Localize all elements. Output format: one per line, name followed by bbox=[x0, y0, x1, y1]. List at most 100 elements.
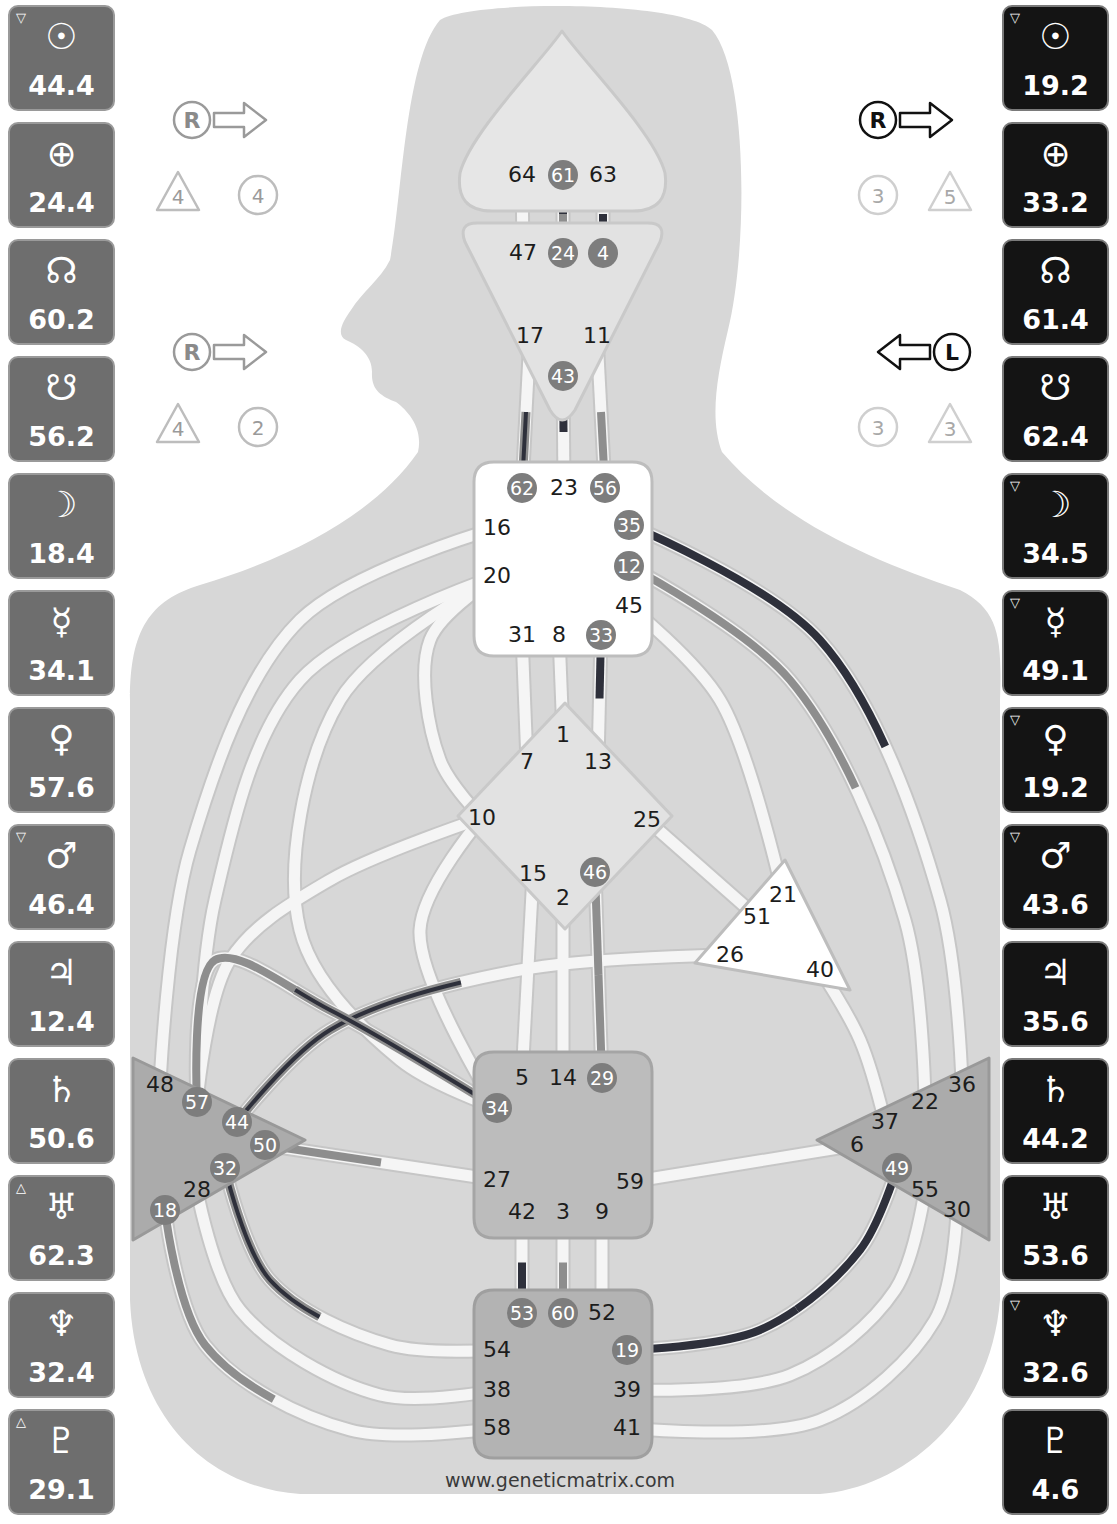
planet-box: ♅53.6 bbox=[1002, 1175, 1109, 1281]
planet-symbol: ♅ bbox=[1039, 1189, 1071, 1225]
channel-fill bbox=[629, 566, 925, 1102]
variable-circle bbox=[859, 176, 897, 214]
channel bbox=[627, 1168, 897, 1350]
gate-number: 1 bbox=[556, 724, 570, 746]
gate-number: 34 bbox=[482, 1093, 512, 1123]
gate-number: 45 bbox=[615, 595, 643, 617]
gate-number: 6 bbox=[850, 1134, 864, 1156]
center-outline bbox=[817, 1058, 989, 1240]
channel-inner bbox=[160, 175, 962, 1435]
center-outline bbox=[459, 31, 665, 211]
gate-line-number: 19.2 bbox=[1022, 72, 1089, 99]
gate-number: 2 bbox=[556, 887, 570, 909]
gate-number: 60 bbox=[548, 1298, 578, 1328]
gate-activation bbox=[165, 1210, 497, 1435]
variable-label: 3 bbox=[872, 418, 885, 438]
gate-line-number: 44.4 bbox=[28, 72, 95, 99]
planet-symbol: ☉ bbox=[45, 19, 77, 55]
gate-number: 22 bbox=[911, 1091, 939, 1113]
planet-box: ☽18.4 bbox=[8, 473, 115, 579]
planet-symbol: ☉ bbox=[1039, 19, 1071, 55]
gate-number: 48 bbox=[146, 1074, 174, 1096]
variable-circle bbox=[239, 176, 277, 214]
gate-activation bbox=[595, 872, 602, 1078]
channel bbox=[820, 970, 885, 1122]
gate-number: 14 bbox=[549, 1067, 577, 1089]
gate-number: 33 bbox=[586, 620, 616, 650]
gate-activation bbox=[196, 958, 497, 1108]
channel-activations bbox=[165, 175, 962, 1435]
gate-activation bbox=[265, 1145, 497, 1180]
center-outline bbox=[474, 1290, 652, 1458]
planet-symbol: ⊕ bbox=[1040, 136, 1070, 172]
planet-box: ▽♂43.6 bbox=[1002, 824, 1109, 930]
center-outline bbox=[474, 1052, 652, 1238]
dignity-marker: ▽ bbox=[1010, 479, 1020, 492]
variable-label: R bbox=[870, 110, 887, 132]
planet-symbol: ☿ bbox=[50, 604, 72, 640]
dignity-marker: ▽ bbox=[1010, 713, 1020, 726]
channel-fill bbox=[820, 970, 885, 1122]
planet-box: ♆32.4 bbox=[8, 1292, 115, 1398]
gate-number: 31 bbox=[508, 624, 536, 646]
gate-number: 58 bbox=[483, 1417, 511, 1439]
body-outline bbox=[130, 6, 1001, 1494]
planet-symbol: ☋ bbox=[1040, 370, 1072, 406]
variable-circle bbox=[174, 102, 210, 138]
solar-plexus-center: 3622376495530 bbox=[812, 1050, 997, 1245]
gate-activation bbox=[225, 1168, 497, 1351]
channel-fill bbox=[225, 1168, 497, 1351]
gate-number: 12 bbox=[614, 551, 644, 581]
planet-box: ▽☉44.4 bbox=[8, 5, 115, 111]
gate-activation bbox=[595, 872, 602, 1078]
variable-arrow bbox=[878, 335, 930, 369]
planet-symbol: ♄ bbox=[45, 1072, 77, 1108]
channel-fill bbox=[627, 1168, 897, 1350]
gate-number: 16 bbox=[483, 517, 511, 539]
gate-number: 55 bbox=[911, 1179, 939, 1201]
variable-label: 4 bbox=[252, 186, 265, 206]
gate-activation bbox=[629, 525, 962, 1085]
throat-center: 622356163520124531833 bbox=[472, 460, 654, 658]
gate-line-number: 60.2 bbox=[28, 306, 95, 333]
gate-line-number: 18.4 bbox=[28, 540, 95, 567]
channel bbox=[522, 874, 533, 1078]
planet-box: ♃35.6 bbox=[1002, 941, 1109, 1047]
channel-fill bbox=[265, 1145, 497, 1180]
planet-box: ☋56.2 bbox=[8, 356, 115, 462]
gate-number: 52 bbox=[588, 1302, 616, 1324]
head-center: 646163 bbox=[455, 28, 670, 216]
variable-circle bbox=[239, 408, 277, 446]
g-center: 1713102515246 bbox=[455, 700, 675, 932]
planet-symbol: ♂ bbox=[45, 838, 77, 874]
variable-circle bbox=[860, 102, 896, 138]
variable-arrow bbox=[214, 335, 266, 369]
planet-box: △♅62.3 bbox=[8, 1175, 115, 1281]
gate-number: 4 bbox=[588, 238, 618, 268]
variable-circle bbox=[174, 334, 210, 370]
dignity-marker: △ bbox=[16, 1181, 26, 1194]
heart-center: 21512640 bbox=[690, 855, 855, 995]
channel bbox=[630, 1145, 857, 1182]
gate-number: 57 bbox=[182, 1087, 212, 1117]
channel bbox=[629, 566, 925, 1102]
gate-number: 51 bbox=[743, 906, 771, 928]
planet-symbol: ⊕ bbox=[46, 136, 76, 172]
gate-number: 46 bbox=[580, 857, 610, 887]
gate-number: 62 bbox=[507, 473, 537, 503]
planet-symbol: ☊ bbox=[1040, 253, 1072, 289]
planet-box: ▽☽34.5 bbox=[1002, 473, 1109, 579]
gate-number: 64 bbox=[508, 164, 536, 186]
planet-symbol: ♇ bbox=[1039, 1423, 1071, 1459]
planet-symbol: ♃ bbox=[45, 955, 77, 991]
channel-fill bbox=[647, 820, 757, 917]
planet-symbol: ☿ bbox=[1044, 604, 1066, 640]
channel-fill bbox=[629, 525, 962, 1085]
variable-label: 2 bbox=[252, 418, 265, 438]
gate-number: 11 bbox=[583, 325, 611, 347]
planet-symbol: ♆ bbox=[45, 1306, 77, 1342]
planet-box: ▽☿49.1 bbox=[1002, 590, 1109, 696]
planet-symbol: ♃ bbox=[1039, 955, 1071, 991]
center-outline bbox=[695, 860, 850, 990]
gate-number: 54 bbox=[483, 1339, 511, 1361]
